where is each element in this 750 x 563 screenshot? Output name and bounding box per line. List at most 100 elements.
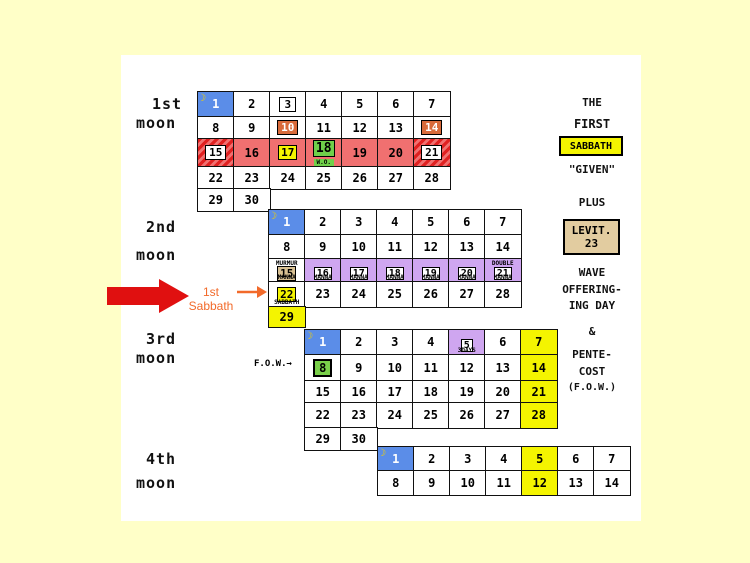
day-number: 9 xyxy=(355,360,363,375)
moon2-day-8: 8 xyxy=(268,234,306,260)
day-number: 29 xyxy=(279,309,294,324)
text-cost: COST xyxy=(578,365,606,378)
moon2-day-5: 5 xyxy=(412,209,450,236)
text-plus: PLUS xyxy=(578,196,606,209)
day-number: 24 xyxy=(387,408,402,423)
day-number: 11 xyxy=(316,120,331,135)
day-number: 1 xyxy=(392,451,400,466)
first-sabbath-annotation: 1st Sabbath xyxy=(187,285,265,313)
moon1-day-2: 2 xyxy=(233,91,271,118)
day-number: 14 xyxy=(531,360,546,375)
moon3-day-17: 17 xyxy=(376,380,414,404)
day-number: 10 xyxy=(351,239,366,254)
day-number: 28 xyxy=(531,408,546,423)
day-number: 3 xyxy=(355,215,363,230)
text-fow: (F.O.W.) xyxy=(567,382,617,393)
day-number: 11 xyxy=(423,360,438,375)
moon2-day-11: 11 xyxy=(376,234,414,260)
moon3-day-4: 4 xyxy=(412,329,450,356)
day-number: 13 xyxy=(568,475,583,490)
day-number: 25 xyxy=(423,408,438,423)
moon2-label-line1: 2nd xyxy=(146,218,177,236)
day-number: 7 xyxy=(535,335,543,350)
moon2-day-7: 7 xyxy=(484,209,522,236)
moon3-day-25: 25 xyxy=(412,402,450,429)
day-number: 2 xyxy=(428,451,436,466)
moon3-day-13: 13 xyxy=(484,354,522,382)
day-number: 5 xyxy=(427,215,435,230)
moon4-label-line2: moon xyxy=(136,474,177,492)
levit-box: LEVIT. 23 xyxy=(563,219,620,255)
moon1-day-7: 7 xyxy=(413,91,451,118)
day-number: 8 xyxy=(392,475,400,490)
moon1-label-line1: 1st xyxy=(152,95,183,113)
moon3-label-line1: 3rd xyxy=(146,330,177,348)
day-number: 16 xyxy=(351,384,366,399)
moon4-day-4: 4 xyxy=(485,446,523,472)
crescent-moon-icon: ☽ xyxy=(200,93,207,104)
day-number: 30 xyxy=(244,192,259,207)
moon1-day-6: 6 xyxy=(377,91,415,118)
moon3-day-7: 7 xyxy=(520,329,558,356)
day-number: 10 xyxy=(277,120,299,136)
moon3-day-28: 28 xyxy=(520,402,558,429)
moon3-day-27: 27 xyxy=(484,402,522,429)
levit-line1: LEVIT. xyxy=(571,224,612,237)
day-number: 13 xyxy=(388,120,403,135)
text-given: "GIVEN" xyxy=(568,163,616,176)
day-number: 26 xyxy=(459,408,474,423)
day-number: 2 xyxy=(319,215,327,230)
moon1-day-29: 29 xyxy=(197,188,235,212)
moon1-day-19: 19 xyxy=(341,138,379,168)
text-amp: & xyxy=(588,325,596,338)
moon1-day-3: 3 xyxy=(269,91,307,118)
day-number: 20 xyxy=(388,145,403,160)
moon2-day-25: 25 xyxy=(376,281,414,308)
moon4-day-6: 6 xyxy=(557,446,595,472)
moon2-day-27: 27 xyxy=(448,281,486,308)
moon3-day-15: 15 xyxy=(304,380,342,404)
moon4-day-3: 3 xyxy=(449,446,487,472)
day-number: 3 xyxy=(464,451,472,466)
day-number: 12 xyxy=(532,475,547,490)
moon1-label: 1st moon xyxy=(136,95,182,133)
moon1-day-11: 11 xyxy=(305,116,343,140)
moon2-day-28: 28 xyxy=(484,281,522,308)
moon2-day-4: 4 xyxy=(376,209,414,236)
day-number: 20 xyxy=(495,384,510,399)
moon1-day-9: 9 xyxy=(233,116,271,140)
cell-bottom-note: MANNA xyxy=(493,273,512,281)
text-wave: WAVE xyxy=(578,266,606,279)
day-number: 12 xyxy=(459,360,474,375)
day-number: 27 xyxy=(388,170,403,185)
day-number: 10 xyxy=(460,475,475,490)
moon2-day-23: 23 xyxy=(304,281,342,308)
day-number: 4 xyxy=(320,97,328,112)
day-number: 14 xyxy=(604,475,619,490)
day-number: 8 xyxy=(313,358,333,377)
moon4-day-7: 7 xyxy=(593,446,631,472)
moon3-day-10: 10 xyxy=(376,354,414,382)
moon3-day-11: 11 xyxy=(412,354,450,382)
day-number: 3 xyxy=(391,335,399,350)
moon4-label-line1: 4th xyxy=(146,450,177,468)
day-number: 21 xyxy=(493,266,512,280)
day-number: 17 xyxy=(349,266,368,280)
moon3-day-29: 29 xyxy=(304,427,342,451)
levit-line2: 23 xyxy=(584,237,599,250)
day-number: 28 xyxy=(424,170,439,185)
day-number: 1 xyxy=(319,335,327,350)
moon4-day-1: ☽1 xyxy=(377,446,415,472)
moon2-day-26: 26 xyxy=(412,281,450,308)
day-number: 14 xyxy=(421,120,443,136)
moon1-day-26: 26 xyxy=(341,166,379,190)
day-number: 7 xyxy=(608,451,616,466)
moon1-day-12: 12 xyxy=(341,116,379,140)
moon1-day-10: 10 xyxy=(269,116,307,140)
moon3-day-21: 21 xyxy=(520,380,558,404)
moon4-day-8: 8 xyxy=(377,470,415,496)
